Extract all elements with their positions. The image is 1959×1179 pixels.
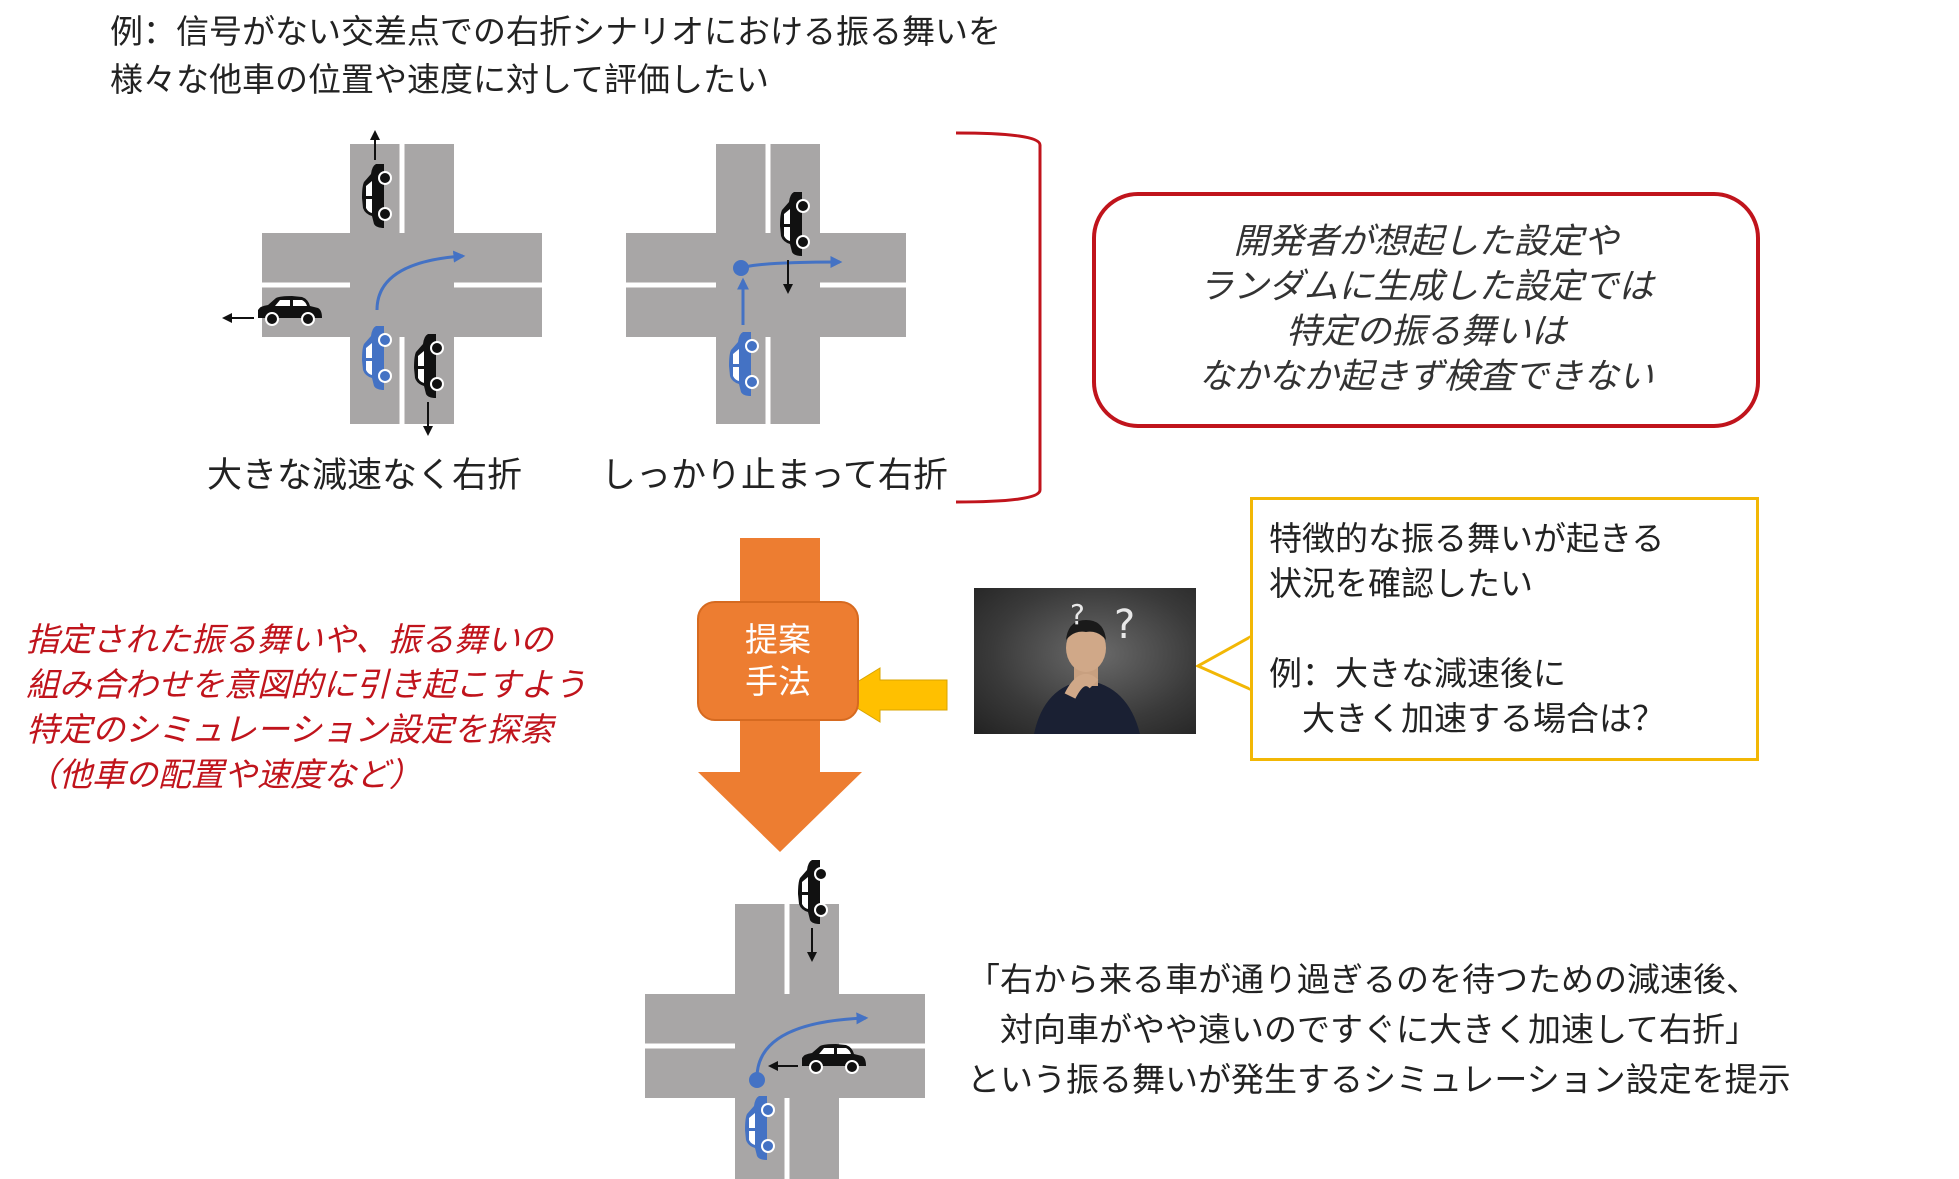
speech-line-1: 特徴的な振る舞いが起きる: [1269, 519, 1665, 558]
intersection-1: [222, 130, 542, 436]
problem-callout: 開発者が想起した設定や ランダムに生成した設定では 特定の振る舞いは なかなか起…: [1092, 192, 1760, 428]
result-line-2: 対向車がやや遠いのですぐに大きく加速して右折」: [967, 1010, 1759, 1049]
proposed-method-box: 提案 手法: [697, 601, 859, 721]
intersection-2: [626, 144, 906, 424]
callout-line-4: なかなか起きず検査できない: [1198, 357, 1654, 397]
callout-line-3: 特定の振る舞いは: [1285, 312, 1566, 352]
bracket: [955, 131, 1042, 504]
speech-line-3: 例：大きな減速後に: [1269, 654, 1566, 693]
thinking-person-photo: ? ?: [974, 588, 1196, 734]
thinking-person-icon: ? ?: [1034, 598, 1140, 734]
method-description: 指定された振る舞いや、振る舞いの 組み合わせを意図的に引き起こすよう 特定のシミ…: [26, 617, 586, 797]
speech-bubble: 特徴的な振る舞いが起きる 状況を確認したい 例：大きな減速後に 大きく加速する場…: [1250, 497, 1759, 761]
result-line-1: 「右から来る車が通り過ぎるのを待つための減速後、: [967, 960, 1759, 999]
method-desc-line-3: 特定のシミュレーション設定を探索: [26, 710, 553, 749]
speech-line-2: 状況を確認したい: [1269, 564, 1533, 603]
callout-line-2: ランダムに生成した設定では: [1198, 267, 1654, 307]
intersection-3: [645, 859, 925, 1179]
method-desc-line-4: （他車の配置や速度など）: [26, 755, 422, 794]
result-description: 「右から来る車が通り過ぎるのを待つための減速後、 対向車がやや遠いのですぐに大き…: [967, 955, 1791, 1105]
caption-no-decel: 大きな減速なく右折: [207, 456, 523, 496]
result-line-3: という振る舞いが発生するシミュレーション設定を提示: [967, 1060, 1791, 1099]
title-line-1: 例：信号がない交差点での右折シナリオにおける振る舞いを: [110, 12, 1001, 51]
title-line-2: 様々な他車の位置や速度に対して評価したい: [110, 60, 770, 99]
method-line-1: 提案: [745, 620, 811, 659]
svg-text:?: ?: [1114, 602, 1135, 648]
callout-line-1: 開発者が想起した設定や: [1233, 222, 1619, 262]
method-desc-line-2: 組み合わせを意図的に引き起こすよう: [26, 665, 587, 704]
speech-line-4: 大きく加速する場合は？: [1269, 699, 1665, 738]
ego-path-2: [740, 256, 843, 270]
ego-path-3: [755, 1012, 869, 1081]
method-desc-line-1: 指定された振る舞いや、振る舞いの: [26, 620, 554, 659]
svg-text:?: ?: [1070, 598, 1085, 631]
ego-path-1: [375, 250, 466, 311]
method-line-2: 手法: [745, 662, 811, 701]
caption-full-stop: しっかり止まって右折: [601, 456, 948, 496]
